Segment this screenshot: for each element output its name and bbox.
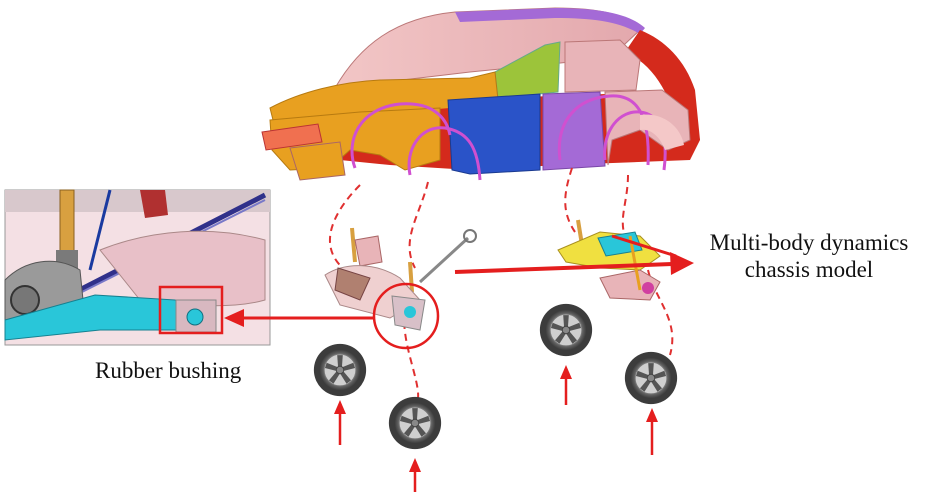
arrow-to-chassis-model — [454, 252, 694, 275]
arrow-up-wheel-3 — [560, 365, 572, 405]
wheel-front-left — [313, 343, 367, 397]
bushing-highlight-box — [158, 285, 224, 335]
arrow-up-wheel-2 — [409, 458, 421, 492]
wheels — [313, 303, 678, 450]
wheel-rear-left — [539, 303, 593, 357]
rear-suspension-assembly — [557, 219, 661, 301]
front-suspension-assembly — [324, 227, 477, 331]
wheel-front-right — [388, 396, 442, 450]
arrow-up-wheel-1 — [334, 400, 346, 445]
car-front-crossmember — [289, 141, 346, 181]
car-body-model — [261, 7, 700, 181]
car-front-bumper-beam — [261, 123, 323, 151]
chassis-label-line1: Multi-body dynamics — [709, 230, 909, 255]
arrow-to-inset — [224, 309, 374, 327]
chassis-model-label: Multi-body dynamics chassis model — [680, 229, 938, 283]
chassis-label-line2: chassis model — [744, 257, 874, 282]
rubber-bushing-label: Rubber bushing — [95, 358, 242, 383]
car-roof-rail — [455, 8, 645, 34]
car-rear-wheel-arch-panel — [640, 114, 684, 150]
car-rear-door — [542, 91, 606, 171]
car-front-door — [447, 93, 541, 175]
wheel-rear-right — [624, 351, 678, 405]
arrows — [224, 234, 694, 492]
arrow-rear-to-label — [611, 234, 677, 258]
car-rear-window — [564, 39, 641, 93]
bushing-zoom-inset — [4, 189, 271, 346]
arrow-up-wheel-4 — [646, 408, 658, 455]
bushing-callout-circle — [372, 282, 440, 350]
